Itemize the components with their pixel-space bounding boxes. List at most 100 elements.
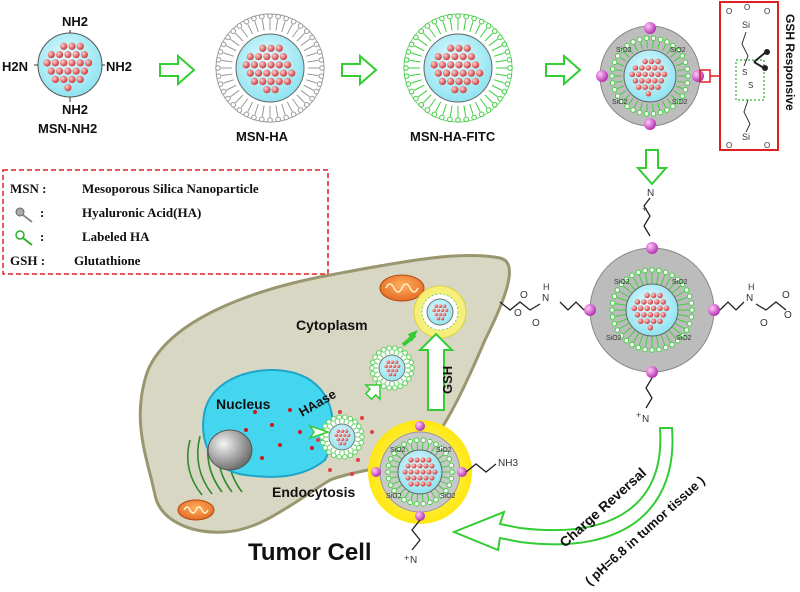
cargo-dot xyxy=(80,67,88,75)
ha-chain xyxy=(479,98,488,108)
ha-chain-end xyxy=(614,287,621,293)
ha-chain xyxy=(281,21,286,33)
ha-chain-end xyxy=(438,492,445,499)
ha-chain-end xyxy=(418,28,425,35)
ha-chain-end xyxy=(359,434,365,440)
cargo-dot xyxy=(447,44,455,52)
ha-chain xyxy=(449,105,453,117)
ha-chain xyxy=(619,90,627,95)
charge-reversal-particle: + N SiO2 SiO2 SiO2 SiO2 + N N H O O O N … xyxy=(499,188,792,425)
ha-chain-end xyxy=(504,49,511,55)
ha-chain-end xyxy=(438,445,445,452)
ha-chain xyxy=(639,42,643,50)
svg-text:+: + xyxy=(642,204,647,214)
cargo-dot xyxy=(641,299,647,305)
ha-chain xyxy=(615,314,627,317)
ha-chain-end xyxy=(230,101,237,108)
ha-chain xyxy=(645,335,648,347)
ha-chain-end xyxy=(643,111,650,117)
stage-msn-ha-fitc: MSN-HA-FITC xyxy=(403,13,513,144)
ha-chain xyxy=(657,102,661,110)
stage-label-msn-ha-fitc: MSN-HA-FITC xyxy=(410,129,496,144)
cargo-dot xyxy=(420,457,426,463)
cargo-dot xyxy=(271,69,279,77)
ha-chain xyxy=(330,447,334,451)
cargo-dot xyxy=(334,433,338,438)
svg-text:O: O xyxy=(532,318,540,329)
ha-chain xyxy=(675,85,683,90)
cargo-dot xyxy=(459,52,467,61)
cargo-dot xyxy=(660,299,666,305)
ha-chain-end xyxy=(463,116,469,123)
cargo-dot xyxy=(344,429,349,433)
ha-chain-end xyxy=(685,73,691,79)
cargo-dot xyxy=(434,69,442,77)
cargo-dots xyxy=(430,44,484,94)
ha-chain-end xyxy=(491,28,498,35)
ha-chain xyxy=(623,326,633,335)
ha-chain-end xyxy=(507,65,513,71)
svg-text:SiO2: SiO2 xyxy=(436,447,452,454)
ha-chain xyxy=(645,273,648,285)
cargo-dot xyxy=(430,61,438,69)
cargo-dot xyxy=(390,360,395,364)
ha-chain xyxy=(261,105,265,117)
ha-chain-end xyxy=(635,269,642,276)
cargo-dot xyxy=(64,67,72,75)
ha-chain xyxy=(307,73,319,77)
cargo-dot xyxy=(645,90,652,97)
cargo-dot xyxy=(275,44,283,52)
ha-chain xyxy=(416,493,419,501)
ha-chain xyxy=(495,73,507,77)
svg-text::: : xyxy=(40,229,44,244)
ha-chain xyxy=(300,89,310,98)
ha-chain-end xyxy=(392,345,398,352)
linker-bead xyxy=(692,70,704,82)
cargo-dot xyxy=(459,69,467,77)
cargo-dot xyxy=(336,437,341,442)
ha-chain xyxy=(638,275,644,286)
svg-text:SiO2: SiO2 xyxy=(612,99,628,106)
ha-chain-end xyxy=(259,116,265,123)
ha-chain-end xyxy=(402,350,408,356)
ha-chain-end xyxy=(236,107,243,113)
ha-chain xyxy=(617,62,625,67)
ha-chain xyxy=(442,103,447,115)
ha-chain xyxy=(668,329,677,339)
ha-chain-end xyxy=(251,114,257,121)
ha-chain-end xyxy=(623,337,630,344)
ha-chain-end xyxy=(504,81,511,87)
ha-chain xyxy=(254,21,259,33)
cargo-dot xyxy=(279,52,287,61)
ha-chain xyxy=(400,488,406,494)
ha-chain-end xyxy=(689,307,695,313)
ha-chain xyxy=(484,94,494,104)
svg-text:O: O xyxy=(726,141,732,150)
ha-chain xyxy=(662,100,667,108)
ha-chain-end xyxy=(303,101,310,108)
cargo-dot xyxy=(414,469,420,475)
ha-chain-end xyxy=(623,276,630,283)
svg-text:S: S xyxy=(742,68,747,77)
cargo-dot xyxy=(246,52,254,61)
ha-chain-end xyxy=(439,15,445,22)
ha-chain-end xyxy=(497,34,503,41)
cargo-dot xyxy=(641,311,647,318)
ha-chain xyxy=(350,423,354,427)
ha-chain-end xyxy=(387,456,394,462)
ha-chain-end xyxy=(243,111,250,118)
ha-chain-end xyxy=(356,445,362,451)
cargo-dot xyxy=(657,305,663,312)
svg-text:O: O xyxy=(764,7,770,16)
cargo-dot xyxy=(388,364,393,369)
ha-chain-end xyxy=(370,370,376,377)
ha-chain xyxy=(300,38,310,47)
cargo-dot xyxy=(455,61,463,69)
ha-chain xyxy=(426,492,430,500)
ha-chain xyxy=(411,79,423,84)
cargo-dot xyxy=(76,59,84,67)
ha-chain-end xyxy=(683,287,690,293)
ha-chain-end xyxy=(407,438,413,445)
cargo-dot xyxy=(637,305,644,312)
